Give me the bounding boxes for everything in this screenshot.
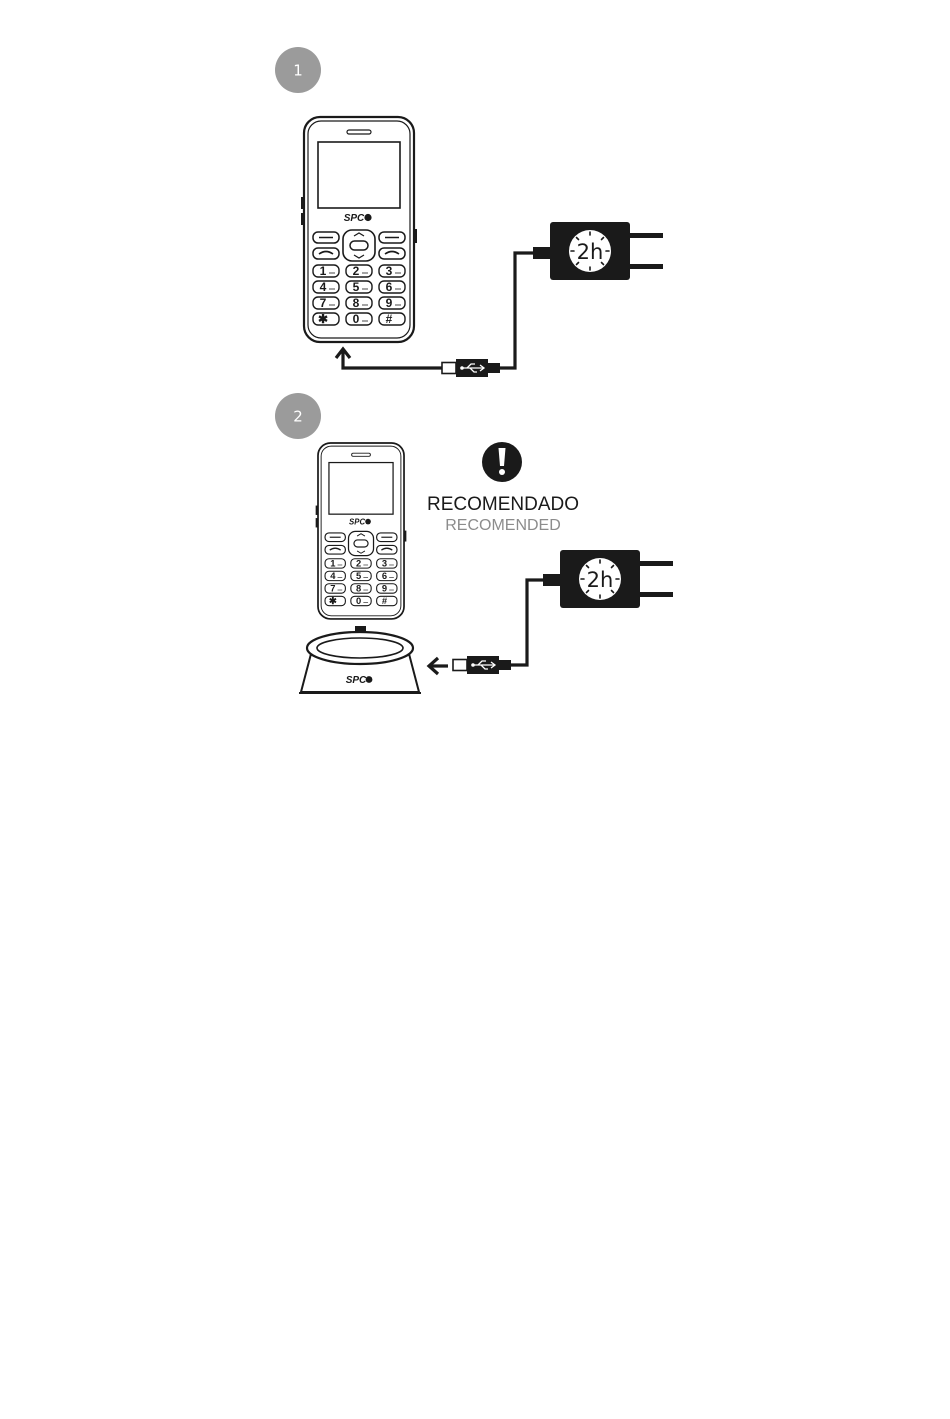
phone-1-key-11: 0 <box>353 312 360 326</box>
phone-2-key-4: 4 <box>330 571 336 581</box>
charger-2: 2h <box>560 550 673 608</box>
exclamation-icon <box>482 442 522 482</box>
phone-2-key-9: 9 <box>382 584 387 594</box>
cable-1-charger-side <box>500 253 550 368</box>
phone-2-key-6: 6 <box>382 571 387 581</box>
phone-2-key-10: ✱ <box>329 596 337 606</box>
phone-1-key-1: 1 <box>320 264 327 278</box>
recommended-label-en: RECOMENDED <box>445 517 561 534</box>
phone-1-key-12: # <box>386 312 393 326</box>
charger-1: 2h <box>550 222 663 280</box>
phone-2-brand-logo: SPC <box>349 517 365 526</box>
step-1-group: 1 SPC 1 2 3 4 5 6 7 8 9 ✱ 0 # 2h <box>275 47 663 377</box>
step-1-number: 1 <box>293 62 303 80</box>
recommended-label-es: RECOMENDADO <box>427 494 579 515</box>
phone-1-key-3: 3 <box>386 264 393 278</box>
phone-1-key-6: 6 <box>386 280 393 294</box>
step-2-badge: 2 <box>275 393 321 439</box>
step-1-badge: 1 <box>275 47 321 93</box>
phone-1-key-2: 2 <box>353 264 360 278</box>
charger-2-timer-label: 2h <box>587 568 614 592</box>
phone-2-key-11: 0 <box>356 596 361 606</box>
cable-1-phone-side <box>343 350 442 368</box>
step-2-group: 2 SPC 1 2 3 4 5 6 7 8 9 ✱ 0 # SPC <box>275 393 673 693</box>
cable-1-connector <box>533 247 550 259</box>
phone-2-key-12: # <box>382 596 388 606</box>
usb-plug-2 <box>453 656 511 674</box>
phone-1-key-4: 4 <box>320 280 327 294</box>
phone-2-key-2: 2 <box>356 559 361 569</box>
phone-2-key-5: 5 <box>356 571 361 581</box>
phone-1-key-5: 5 <box>353 280 360 294</box>
phone-2-key-3: 3 <box>382 559 387 569</box>
phone-1: SPC 1 2 3 4 5 6 7 8 9 ✱ 0 # <box>301 117 417 342</box>
arrow-left-icon <box>429 658 448 674</box>
charger-1-timer-label: 2h <box>577 240 604 264</box>
recommended-notice: RECOMENDADO RECOMENDED <box>427 442 579 534</box>
phone-2-key-7: 7 <box>330 584 335 594</box>
cradle-brand-mark <box>366 676 373 683</box>
cable-2 <box>511 580 560 665</box>
usb-plug-1 <box>442 359 500 377</box>
phone-2-brand-mark <box>365 519 371 525</box>
phone-1-key-7: 7 <box>320 296 327 310</box>
phone-1-key-10: ✱ <box>318 312 328 326</box>
phone-1-key-8: 8 <box>353 296 360 310</box>
cable-2-connector <box>543 574 560 586</box>
phone-2-key-1: 1 <box>330 559 335 569</box>
cradle-brand-logo: SPC <box>346 675 367 686</box>
phone-2-key-8: 8 <box>356 584 361 594</box>
phone-2: SPC 1 2 3 4 5 6 7 8 9 ✱ 0 # <box>316 443 407 619</box>
phone-1-brand-mark <box>364 214 371 221</box>
phone-1-brand-logo: SPC <box>344 213 365 224</box>
charging-cradle: SPC <box>299 632 421 693</box>
step-2-number: 2 <box>293 408 303 426</box>
phone-1-key-9: 9 <box>386 296 393 310</box>
